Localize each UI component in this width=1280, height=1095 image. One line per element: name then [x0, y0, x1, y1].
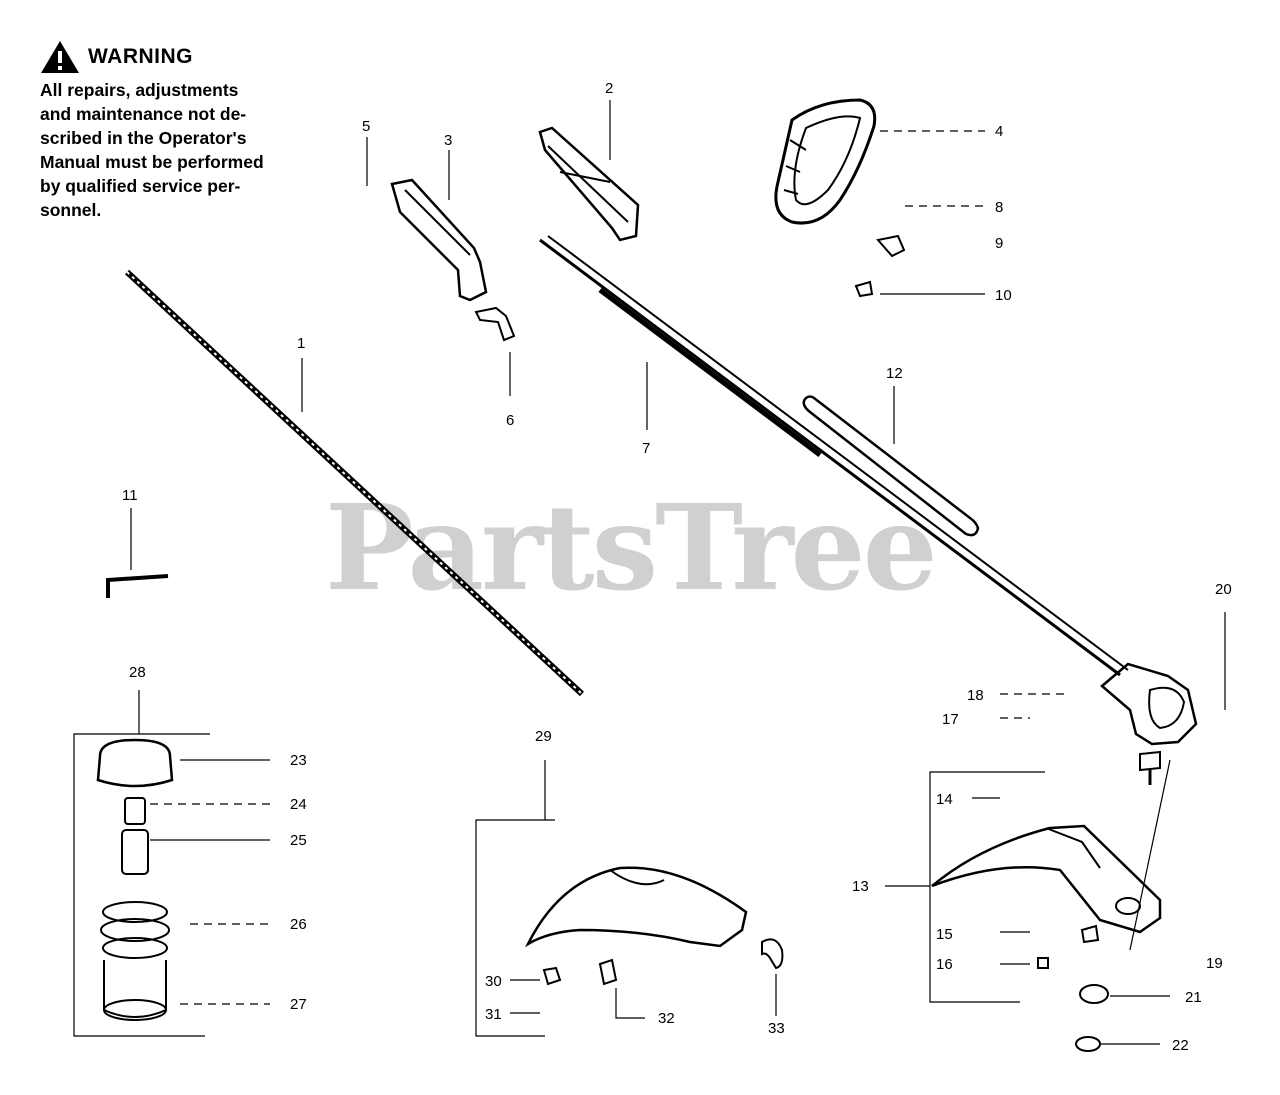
callout-21: 21 [1185, 989, 1202, 1006]
callout-26: 26 [290, 916, 307, 933]
callout-2: 2 [605, 80, 613, 97]
warning-line: All repairs, adjustments [40, 80, 239, 100]
callout-23: 23 [290, 752, 307, 769]
hardware-items [474, 234, 1109, 1052]
callout-25: 25 [290, 832, 307, 849]
callout-11: 11 [122, 487, 138, 504]
callout-14: 14 [936, 791, 953, 808]
callout-labels: 1 2 3 4 5 6 7 8 9 10 11 12 13 14 15 16 1… [122, 80, 1232, 1054]
callout-3: 3 [444, 132, 452, 149]
callout-1: 1 [297, 335, 305, 352]
callout-27: 27 [290, 996, 307, 1013]
callout-28: 28 [129, 664, 146, 681]
callout-8: 8 [995, 199, 1003, 216]
part-throttle-handle [390, 178, 488, 302]
callout-18: 18 [967, 687, 984, 704]
callout-17: 17 [942, 711, 959, 728]
part-blade-shield [524, 866, 748, 948]
callout-30: 30 [485, 973, 502, 990]
callout-6: 6 [506, 412, 514, 429]
warning-triangle-icon [41, 41, 79, 73]
warning-title: WARNING [88, 45, 193, 68]
warning-line: Manual must be performed [40, 152, 264, 172]
part-loop-handle [774, 98, 877, 225]
callout-20: 20 [1215, 581, 1232, 598]
callout-13: 13 [852, 878, 869, 895]
warning-line: and maintenance not de- [40, 104, 247, 124]
callout-7: 7 [642, 440, 650, 457]
callout-12: 12 [886, 365, 903, 382]
callout-24: 24 [290, 796, 307, 813]
warning-notice: WARNING All repairs, adjustments and mai… [40, 40, 325, 222]
callout-22: 22 [1172, 1037, 1189, 1054]
warning-header: WARNING [40, 40, 325, 74]
part-trimmer-head [96, 738, 174, 1021]
callout-29: 29 [535, 728, 552, 745]
part-handle-housing [538, 126, 640, 242]
warning-line: sonnel. [40, 200, 102, 220]
callout-32: 32 [658, 1010, 675, 1027]
part-debris-shield [931, 824, 1162, 934]
callout-33: 33 [768, 1020, 785, 1037]
warning-line: by qualified service per- [40, 176, 241, 196]
warning-text: All repairs, adjustments and maintenance… [40, 78, 325, 222]
part-hex-key [106, 574, 169, 598]
warning-line: scribed in the Operator's [40, 128, 247, 148]
part-tube-sleeve [802, 395, 980, 537]
part-gearhead [1100, 662, 1198, 785]
callout-10: 10 [995, 287, 1012, 304]
callout-9: 9 [995, 235, 1003, 252]
part-drive-shaft [124, 269, 585, 697]
callout-19: 19 [1206, 955, 1223, 972]
callout-16: 16 [936, 956, 953, 973]
callout-5: 5 [362, 118, 370, 135]
part-clip [761, 938, 784, 970]
callout-15: 15 [936, 926, 953, 943]
leader-lines [73, 100, 1226, 1045]
part-drive-tube [539, 235, 1129, 677]
callout-31: 31 [485, 1006, 502, 1023]
callout-4: 4 [995, 123, 1003, 140]
